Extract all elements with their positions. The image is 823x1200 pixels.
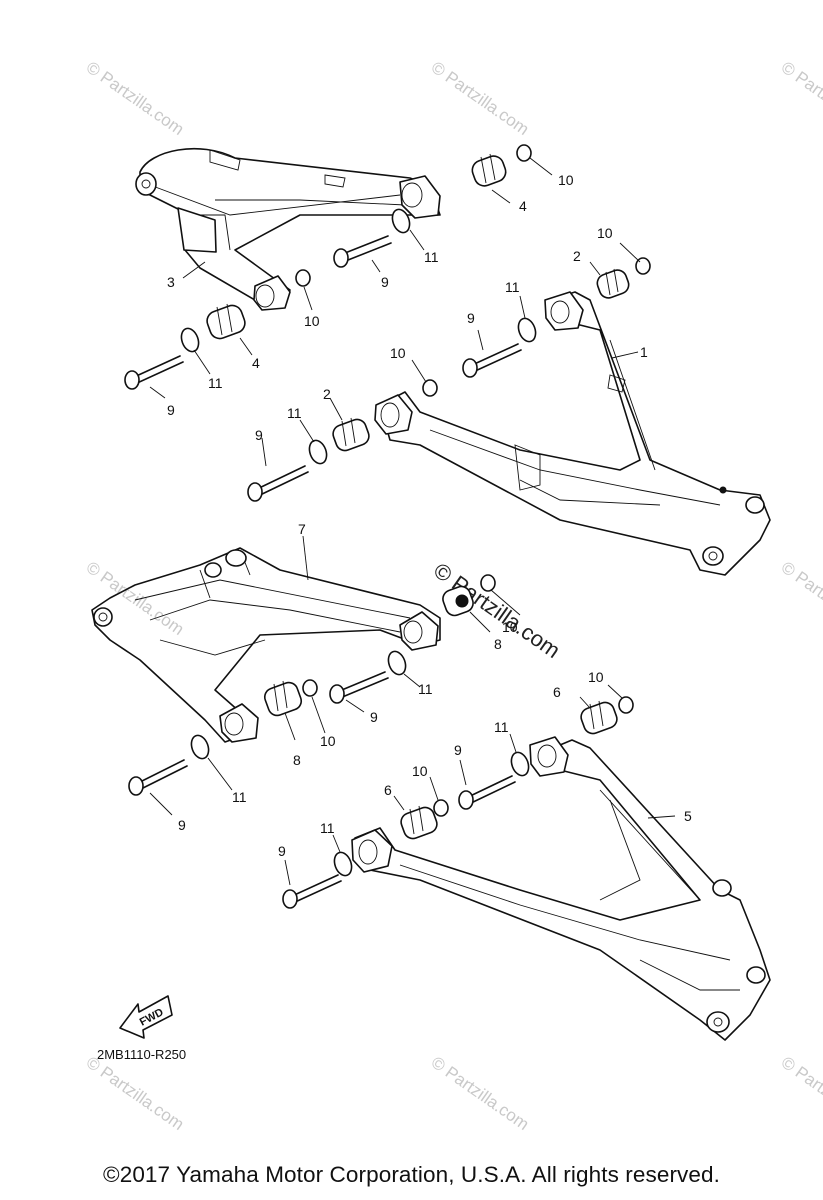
callout-9: 9	[370, 709, 378, 725]
callout-7: 7	[298, 521, 306, 537]
watermark: © Partzilla.com	[83, 558, 188, 639]
copyright-notice: ©2017 Yamaha Motor Corporation, U.S.A. A…	[103, 1162, 720, 1187]
watermark: © Partzilla.com	[83, 1053, 188, 1134]
diagram-code: 2MB1110-R250	[97, 1047, 186, 1062]
callout-11: 11	[494, 719, 509, 735]
callout-9: 9	[178, 817, 186, 833]
washers	[180, 208, 537, 877]
callout-9: 9	[381, 274, 389, 290]
watermark: © Partzilla.com	[778, 1053, 823, 1134]
bolts	[124, 235, 522, 909]
callout-9: 9	[167, 402, 175, 418]
callout-10: 10	[320, 733, 336, 749]
callout-6: 6	[553, 684, 561, 700]
callout-6: 6	[384, 782, 392, 798]
watermark: © Partzilla.com	[428, 1053, 533, 1134]
watermark: © Partzilla.com	[778, 58, 823, 139]
part-5-lower-front-arm	[351, 736, 771, 1041]
callout-9: 9	[467, 310, 475, 326]
callout-2: 2	[573, 248, 581, 264]
callout-4: 4	[252, 355, 260, 371]
part-3-upper-arm	[135, 147, 441, 311]
callout-11: 11	[208, 375, 223, 391]
watermark: © Partzilla.com	[83, 58, 188, 139]
part-1-lower-arm	[374, 291, 771, 576]
callout-9: 9	[278, 843, 286, 859]
callout-11: 11	[320, 820, 335, 836]
callout-10: 10	[412, 763, 428, 779]
callouts: 1 2 2 3 4 4 5 6 6 7 8 8 9 9 9 9 9 9 9 9 …	[167, 172, 692, 859]
callout-11: 11	[232, 789, 247, 805]
bushings	[206, 153, 630, 840]
callout-5: 5	[684, 808, 692, 824]
callout-10: 10	[588, 669, 604, 685]
callout-10: 10	[502, 619, 518, 635]
callout-10: 10	[304, 313, 320, 329]
leader-lines	[149, 157, 676, 886]
part-7-upper-front-arm	[91, 547, 441, 743]
callout-1: 1	[640, 344, 648, 360]
callout-8: 8	[494, 636, 502, 652]
callout-11: 11	[505, 279, 520, 295]
callout-4: 4	[519, 198, 527, 214]
callout-9: 9	[454, 742, 462, 758]
callout-8: 8	[293, 752, 301, 768]
callout-3: 3	[167, 274, 175, 290]
callout-11: 11	[287, 405, 302, 421]
watermark: © Partzilla.com	[778, 558, 823, 639]
callout-10: 10	[390, 345, 406, 361]
fwd-arrow-icon: FWD	[119, 995, 173, 1039]
callout-10: 10	[558, 172, 574, 188]
callout-10: 10	[597, 225, 613, 241]
callout-2: 2	[323, 386, 331, 402]
callout-9: 9	[255, 427, 263, 443]
callout-11: 11	[418, 681, 433, 697]
callout-11: 11	[424, 249, 439, 265]
nuts	[295, 144, 651, 817]
watermark: © Partzilla.com	[428, 58, 533, 139]
